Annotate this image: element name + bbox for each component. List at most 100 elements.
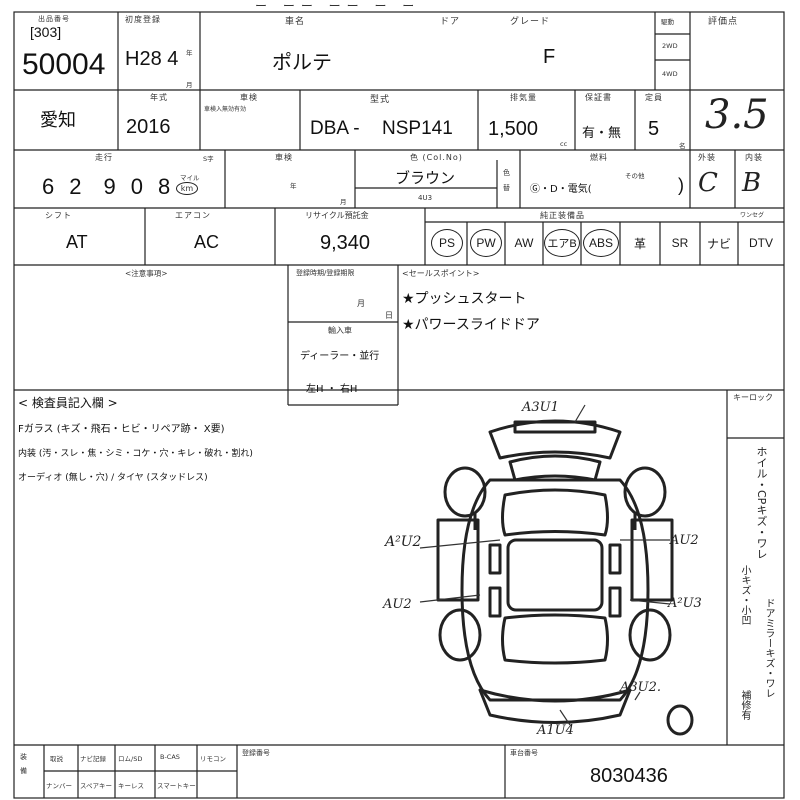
rear-bumper-shape: [478, 688, 632, 724]
wheel-rear-right: [628, 608, 672, 662]
door-label: ドア: [440, 17, 461, 27]
vehicle-no-label: 登録番号: [242, 749, 270, 757]
equip-sr: SR: [671, 236, 689, 250]
drive-4wd: 4WD: [662, 70, 678, 78]
interior-line: 内装 (汚・スレ・焦・シミ・コケ・穴・キレ・破れ・割れ): [18, 449, 253, 459]
mileage-unit-km: km: [176, 182, 198, 195]
mileage-digit: 8: [158, 174, 171, 199]
mileage-digit: 6: [42, 174, 55, 199]
spare-wheel: [666, 704, 694, 736]
mileage-digit: 2: [69, 174, 82, 199]
pointer-rear: [559, 709, 571, 726]
footer-col: ナンバー: [46, 782, 72, 790]
exterior-grade: C: [698, 168, 718, 198]
warranty-label: 保証書: [585, 93, 612, 102]
side-legend-item: 補修有: [739, 690, 750, 720]
drive-2wd: 2WD: [662, 42, 678, 50]
footer-col: ロム/SD: [118, 755, 143, 763]
region: 愛知: [40, 110, 76, 131]
wheel-front-right: [623, 466, 667, 518]
mark-front: A3U1: [522, 400, 559, 415]
shaken-month: 月: [340, 198, 347, 206]
mark-rear: A1U4: [537, 723, 574, 738]
side-legend-item: ホイル・CPキズ・ワレ: [755, 446, 768, 560]
inspection-label: 車検: [240, 93, 258, 102]
score-label: 評価点: [708, 17, 739, 27]
car-name: ポルテ: [272, 50, 332, 74]
color-name: ブラウン: [395, 169, 456, 187]
pointer-right-rear: [629, 599, 671, 605]
mileage-label: 走行: [95, 153, 113, 162]
seats-label: 定員: [645, 93, 663, 102]
mark-left-front: A²U2: [385, 534, 422, 550]
left-window-front: [488, 543, 502, 575]
wheel-rear-left: [438, 608, 482, 662]
displacement-unit: cc: [560, 140, 568, 148]
sales-point: ★パワースライドドア: [402, 317, 540, 333]
ac-label: エアコン: [175, 211, 211, 220]
equip-airbag: エアB: [544, 229, 580, 257]
side-legend-item: 小キズ・小凹: [739, 565, 750, 625]
mileage-unit-mile: マイル: [180, 174, 200, 182]
dealer-month-unit: 月: [357, 299, 365, 308]
fuel-other: その他: [625, 172, 645, 180]
model-year: 2016: [126, 116, 171, 138]
mark-right-rear: A²U3: [668, 596, 702, 611]
score-value: 3.5: [705, 92, 769, 138]
recycle-label: リサイクル預託金: [305, 211, 369, 220]
drive-label: 駆動: [661, 18, 674, 26]
footer-col: キーレス: [118, 782, 144, 790]
import-label: 輸入車: [328, 326, 352, 335]
right-front-door: [630, 518, 674, 602]
fuel-options: Ⓖ・D・電気(: [530, 184, 592, 195]
lot-label: 出品番号: [38, 15, 70, 23]
key-lock-label: キーロック: [733, 393, 773, 402]
grade-label: グレード: [510, 17, 551, 27]
handle-value: 左H ・ 右H: [306, 384, 358, 395]
chassis-label: 車台番号: [510, 749, 538, 757]
import-value: ディーラー・並行: [300, 351, 380, 362]
seats-unit: 名: [679, 142, 686, 150]
sheet-title-fragment: ー ーー ーー ー ー: [255, 0, 421, 13]
fuel-close-paren: ): [678, 175, 684, 195]
mark-right-front: AU2: [670, 533, 699, 548]
equip-abs: ABS: [583, 229, 619, 257]
side-legend-mirror: ドアミラーキズ・ワレ: [762, 598, 775, 698]
front-bumper-shape: [513, 420, 597, 434]
notice-label: <注意事項>: [125, 269, 168, 278]
shaken-label: 車検: [275, 153, 293, 162]
rear-glass-shape: [501, 613, 609, 665]
lot-number: 50004: [22, 48, 106, 81]
equip-leather: 革: [633, 236, 646, 251]
displacement-label: 排気量: [510, 93, 537, 102]
mark-rear-right: A3U2.: [620, 680, 662, 695]
equip-dtv: DTV: [749, 236, 773, 250]
exp-label: S字: [203, 155, 214, 163]
windshield-shape: [501, 488, 609, 537]
right-window-rear: [608, 586, 622, 618]
first-reg-label: 初度登録: [125, 15, 161, 24]
displacement: 1,500: [488, 118, 539, 140]
body-outline: [460, 478, 650, 702]
pointer-front: [574, 404, 586, 423]
car-name-label: 車名: [285, 17, 306, 27]
side-legend: ホイル・CPキズ・ワレ: [754, 446, 768, 559]
side-legend-repair: 補修有: [738, 690, 751, 720]
one-seg-label: ワンセグ: [740, 212, 765, 219]
sales-point: ★プッシュスタート: [402, 291, 527, 307]
first-reg-value: H28 4: [125, 48, 179, 70]
side-legend-small: 小キズ・小凹: [738, 565, 751, 625]
chassis-number: 8030436: [590, 765, 668, 787]
footer-equip-label: 装備: [20, 753, 27, 775]
model-year-label: 年式: [150, 93, 168, 102]
sales-label: <セールスポイント>: [402, 269, 480, 278]
fuel-label: 燃料: [590, 153, 608, 162]
right-window-front: [608, 543, 622, 575]
roof-front-shape: [508, 454, 602, 482]
pointer-left-rear: [419, 594, 481, 603]
shift-value: AT: [66, 232, 88, 252]
equip-aw: AW: [514, 236, 534, 250]
equip-ps: PS: [431, 229, 463, 257]
